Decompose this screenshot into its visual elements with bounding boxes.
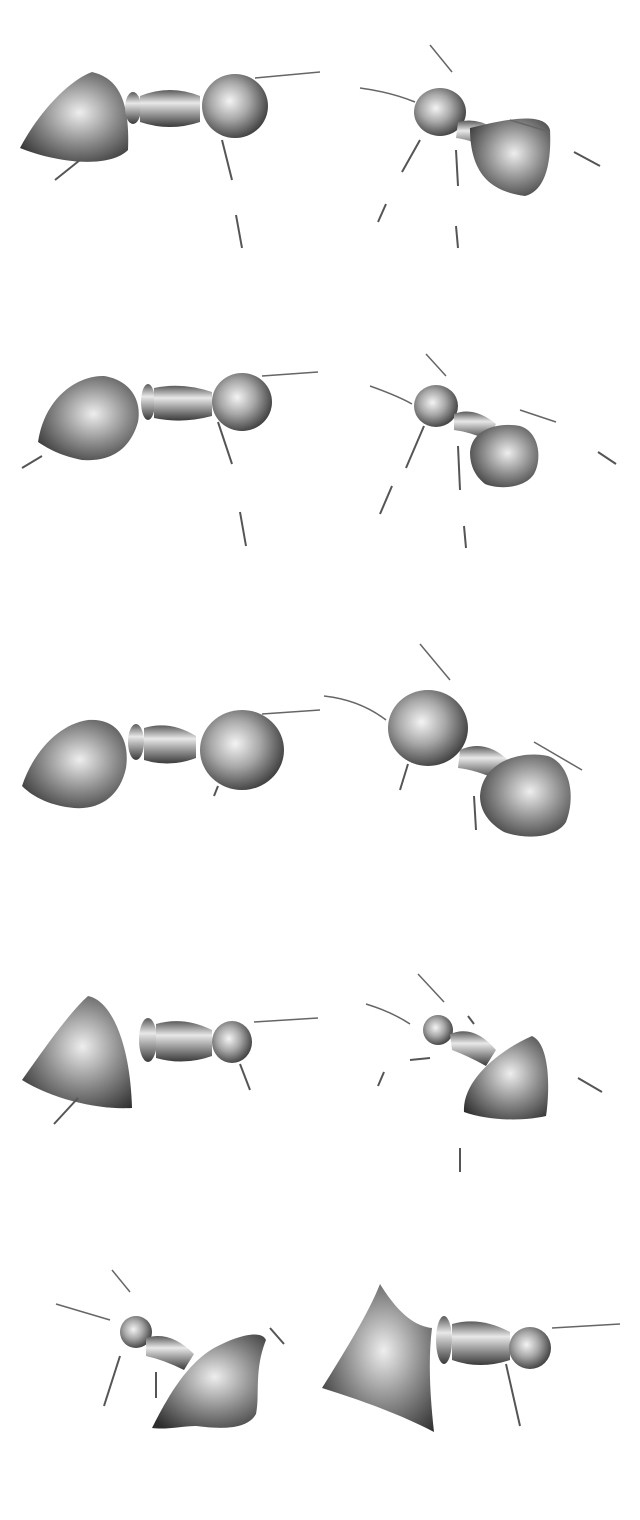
mesosoma	[450, 1031, 496, 1066]
leg	[377, 1071, 385, 1087]
head	[212, 1021, 252, 1063]
ant-render	[322, 1284, 621, 1432]
leg	[457, 445, 461, 491]
antenna	[369, 385, 413, 405]
leg	[239, 1063, 251, 1091]
node	[141, 384, 155, 420]
mesosoma	[140, 90, 200, 127]
abdomen	[22, 719, 127, 809]
ant-figure-4a	[0, 900, 320, 1200]
leg	[103, 1355, 121, 1407]
leg	[505, 1363, 521, 1427]
ant-figure-2b	[320, 300, 640, 600]
antenna	[261, 371, 319, 377]
antenna	[55, 1303, 111, 1321]
head	[202, 74, 268, 138]
mesosoma	[154, 385, 212, 421]
leg	[463, 525, 467, 549]
ant-render	[22, 709, 320, 809]
leg	[377, 203, 387, 223]
head	[414, 385, 458, 427]
ant-figure-1a	[0, 0, 320, 300]
abdomen	[22, 996, 132, 1109]
leg	[235, 214, 243, 249]
antenna	[111, 1269, 131, 1293]
head	[414, 88, 466, 136]
head	[120, 1316, 152, 1348]
leg	[239, 511, 247, 547]
head	[388, 690, 468, 766]
leg	[213, 785, 219, 797]
antenna	[323, 695, 387, 721]
ant-render	[365, 973, 603, 1172]
ant-render	[369, 353, 617, 549]
leg	[577, 1077, 603, 1093]
antenna	[425, 353, 447, 377]
leg	[455, 149, 459, 187]
abdomen	[470, 118, 551, 196]
ant-render	[21, 371, 319, 547]
antenna	[417, 973, 445, 1003]
abdomen	[480, 754, 571, 837]
abdomen	[152, 1334, 266, 1429]
leg	[409, 1057, 431, 1061]
mesosoma	[146, 1336, 194, 1370]
node	[139, 1018, 157, 1062]
node	[125, 92, 141, 124]
ant-figure-5b	[320, 1200, 640, 1500]
abdomen	[470, 424, 539, 488]
leg	[21, 455, 43, 469]
leg	[467, 1015, 475, 1025]
leg	[455, 225, 459, 249]
ant-figure-5a	[0, 1200, 320, 1500]
ant-figure-3a	[0, 600, 320, 900]
abdomen	[463, 1036, 549, 1120]
leg	[405, 425, 425, 469]
head	[423, 1015, 453, 1045]
ant-figure-4b	[320, 900, 640, 1200]
antenna	[429, 44, 453, 73]
mesosoma	[156, 1021, 212, 1062]
mesosoma	[144, 725, 196, 764]
antenna	[419, 643, 451, 681]
leg	[519, 409, 557, 423]
head	[200, 710, 284, 790]
ant-figure-3b	[320, 600, 640, 900]
node	[436, 1316, 452, 1364]
antenna	[359, 87, 416, 103]
antenna	[551, 1323, 621, 1329]
antenna	[261, 709, 320, 715]
leg	[533, 741, 583, 771]
abdomen	[20, 72, 129, 162]
head	[212, 373, 272, 431]
antenna	[254, 71, 320, 79]
ant-render	[359, 44, 601, 249]
ant-render	[55, 1269, 285, 1429]
leg	[54, 159, 81, 181]
leg	[473, 795, 477, 831]
abdomen	[38, 375, 139, 461]
leg	[221, 139, 233, 181]
leg	[573, 151, 601, 167]
ant-render	[20, 71, 320, 249]
leg	[401, 139, 421, 173]
leg	[597, 451, 617, 465]
head	[509, 1327, 551, 1369]
ant-render	[22, 996, 319, 1125]
leg	[379, 485, 393, 515]
antenna	[365, 1003, 411, 1025]
abdomen	[322, 1284, 434, 1432]
mesosoma	[452, 1321, 510, 1365]
node	[128, 724, 144, 760]
leg	[217, 421, 233, 465]
leg	[269, 1327, 285, 1345]
leg	[53, 1097, 79, 1125]
ant-render	[323, 643, 583, 837]
leg	[399, 763, 409, 791]
ant-figure-1b	[320, 0, 640, 300]
antenna	[253, 1017, 319, 1023]
leg	[509, 119, 551, 133]
ant-figure-2a	[0, 300, 320, 600]
